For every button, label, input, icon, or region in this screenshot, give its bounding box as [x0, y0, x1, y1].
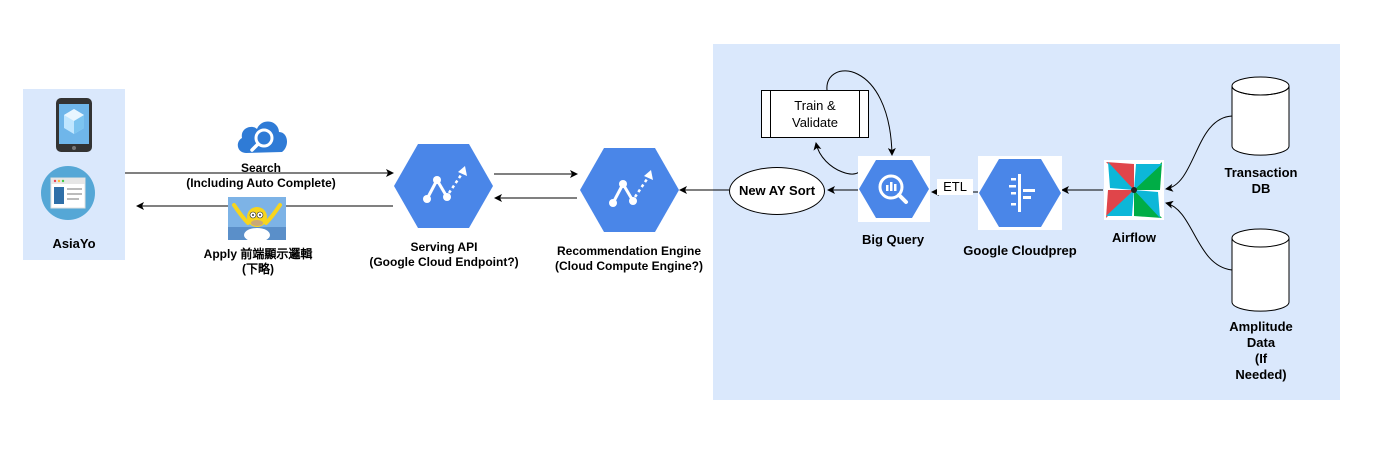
amplitude-data-label: Data	[1246, 335, 1276, 350]
cloudprep-label: Google Cloudprep	[963, 243, 1077, 258]
big-query-icon	[858, 156, 930, 222]
new-ay-sort-node: New AY Sort	[729, 167, 825, 215]
amplitude-to-airflow-edge	[1165, 200, 1233, 271]
bq-to-train-edge	[813, 142, 861, 175]
serving-api-icon	[393, 142, 494, 230]
big-query-label: Big Query	[861, 232, 925, 247]
transaction-db-sub-label: DB	[1251, 181, 1271, 196]
train-validate-box: Train & Validate	[761, 90, 869, 138]
asiayo-label: AsiaYo	[52, 236, 96, 251]
amplitude-label: Amplitude	[1229, 319, 1293, 334]
search-sub-label: (Including Auto Complete)	[186, 176, 336, 190]
recommendation-engine-icon	[579, 146, 680, 234]
rec-engine-sub-label: (Cloud Compute Engine?)	[555, 259, 703, 273]
airflow-label: Airflow	[1111, 230, 1157, 245]
serving-api-label: Serving API	[410, 240, 478, 254]
apply-label: Apply 前端顯示邏輯	[203, 247, 313, 261]
airflow-icon	[1104, 160, 1164, 220]
search-label: Search	[240, 161, 282, 175]
txdb-to-airflow-edge	[1165, 115, 1233, 192]
browser-window-icon	[41, 166, 95, 220]
apply-sub-label: (下略)	[242, 262, 274, 276]
amplitude-if-label: (If	[1254, 351, 1268, 366]
new-ay-sort-label: New AY Sort	[738, 183, 816, 198]
transaction-db-icon	[1231, 76, 1290, 156]
train-label: Train &	[794, 98, 836, 113]
cartoon-character-icon	[228, 197, 286, 242]
train-to-bq-edge	[826, 70, 896, 156]
phone-icon	[55, 97, 93, 153]
validate-label: Validate	[791, 115, 838, 130]
cloud-search-icon	[234, 115, 290, 155]
amplitude-db-icon	[1231, 228, 1290, 312]
cloudprep-icon	[978, 156, 1062, 230]
process-bar-left	[770, 91, 771, 137]
etl-label: ETL	[937, 179, 973, 195]
rec-engine-label: Recommendation Engine	[556, 244, 702, 258]
process-bar-right	[859, 91, 860, 137]
amplitude-needed-label: Needed)	[1235, 367, 1287, 382]
serving-api-sub-label: (Google Cloud Endpoint?)	[369, 255, 519, 269]
transaction-db-label: Transaction	[1224, 165, 1298, 180]
